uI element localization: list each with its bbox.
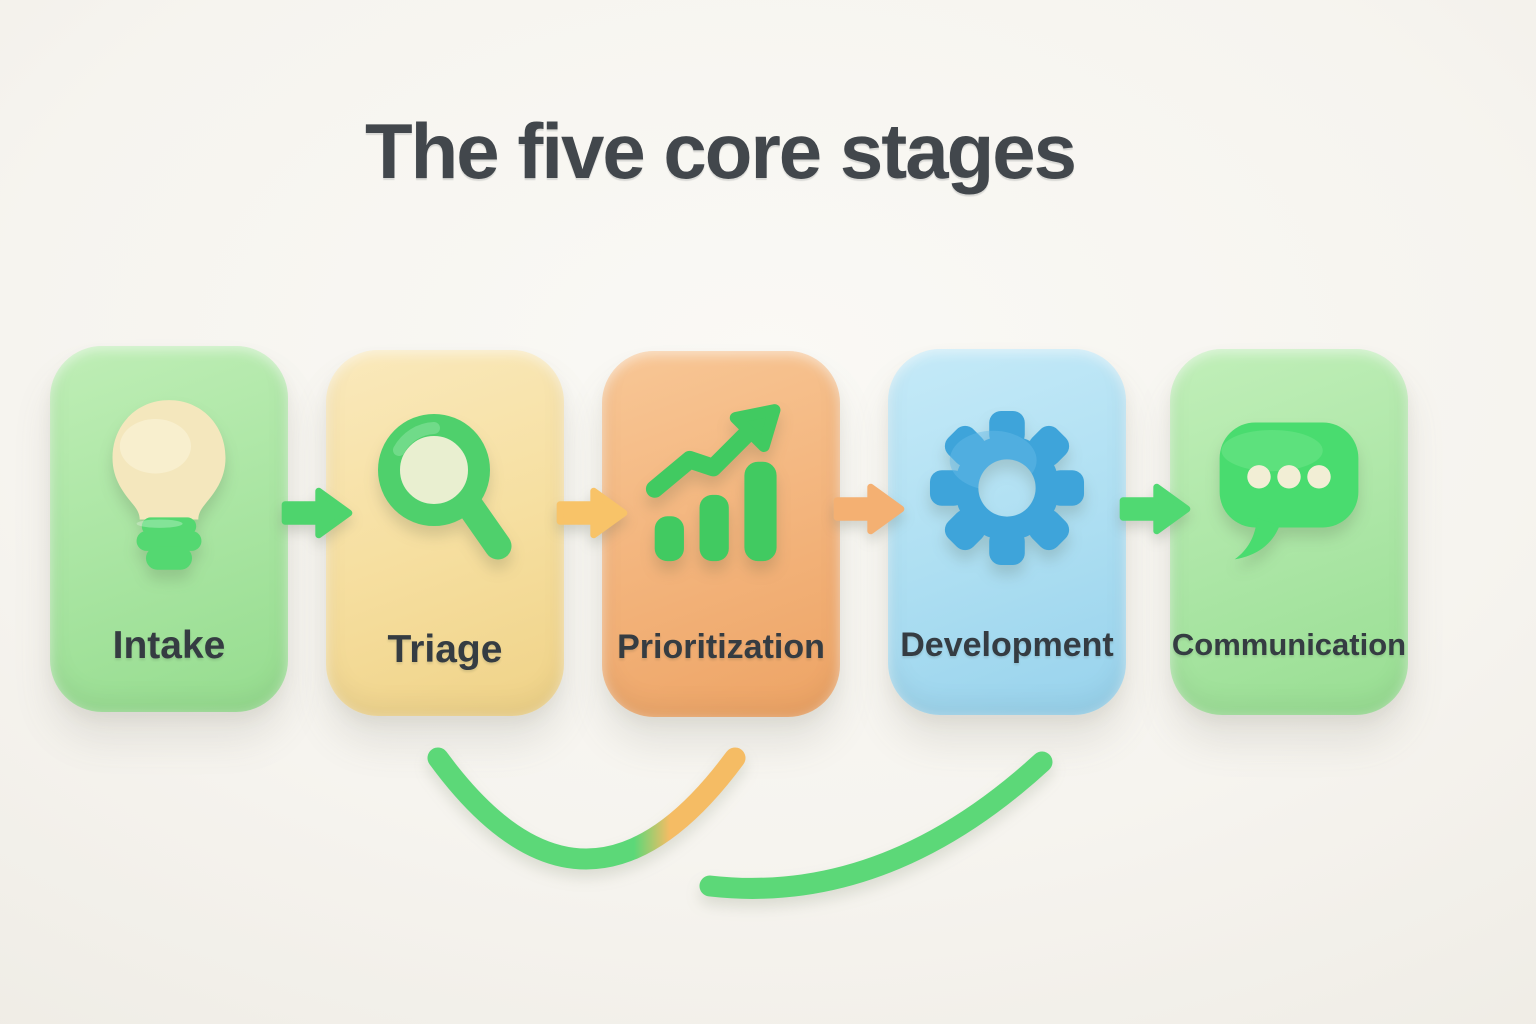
right-swoosh-curve xyxy=(699,751,1053,899)
stage-card-intake: Intake xyxy=(50,346,288,712)
growth-chart-icon xyxy=(645,404,781,562)
stage-card-triage: Triage xyxy=(326,350,564,716)
stage-card-prioritization: Prioritization xyxy=(602,351,840,717)
gear-icon xyxy=(929,410,1085,565)
lightbulb-icon xyxy=(112,400,226,570)
swoosh-decoration xyxy=(427,747,1053,899)
stage-card-development: Development xyxy=(888,349,1126,715)
page-title: The five core stages xyxy=(365,107,1077,195)
chat-bubble-icon xyxy=(1219,422,1359,560)
arrow-right-icon xyxy=(556,487,628,539)
arrow-right-icon xyxy=(1119,483,1191,535)
stage-label-prioritization: Prioritization xyxy=(617,628,825,666)
magnifier-icon xyxy=(378,414,512,560)
stage-label-triage: Triage xyxy=(387,628,503,671)
stage-label-intake: Intake xyxy=(112,624,226,667)
stage-label-development: Development xyxy=(900,626,1114,664)
arrow-right-icon xyxy=(281,487,353,539)
stage-label-communication: Communication xyxy=(1171,627,1407,662)
stage-card-communication: Communication xyxy=(1170,349,1408,715)
arrow-right-icon xyxy=(833,483,905,535)
left-swoosh-curve xyxy=(427,747,746,870)
